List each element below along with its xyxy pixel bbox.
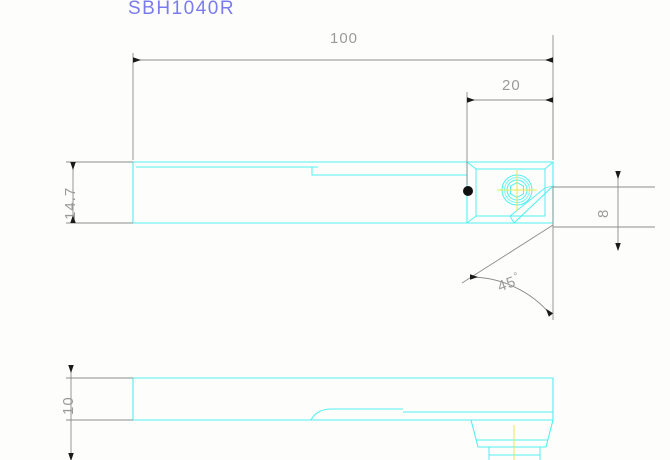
dimension-label-overall-length: 100 xyxy=(330,30,359,47)
topview-head-protrusion xyxy=(470,419,554,448)
pocket-bevel-tl xyxy=(466,161,477,170)
dimension-label-shank-height: 14.7 xyxy=(62,186,79,220)
angle-arc-45 xyxy=(469,274,554,317)
drawing-title: SBH1040R xyxy=(128,0,236,19)
dimension-label-head-offset-height: 8 xyxy=(595,208,612,218)
dimension-head-offset-height xyxy=(553,171,655,252)
top-view-geometry xyxy=(132,377,554,460)
chamfer-inner-line xyxy=(509,187,546,217)
dimension-overall-length xyxy=(132,35,554,160)
dimension-shank-width xyxy=(66,365,133,460)
chamfer-bevel-edge xyxy=(544,185,554,189)
dimension-label-shank-width: 10 xyxy=(60,396,77,415)
coolant-port-marker-dot xyxy=(463,186,473,196)
head-pocket-frame xyxy=(475,168,546,217)
pocket-bevel-bl xyxy=(466,215,477,224)
dimension-label-head-length: 20 xyxy=(502,77,521,94)
top-relief-channel xyxy=(136,166,467,176)
chamfer-face-line xyxy=(513,185,554,224)
angle-leader-chamfer xyxy=(461,224,554,284)
topview-relief-fillet xyxy=(310,408,403,421)
dimension-head-length xyxy=(466,92,554,185)
dimension-shank-height xyxy=(66,161,133,224)
pocket-bevel-tr xyxy=(544,161,554,170)
side-view-geometry xyxy=(132,161,554,224)
topview-outline xyxy=(132,377,554,421)
chamfer-bottom-edge xyxy=(509,215,515,224)
dimension-chamfer-angle xyxy=(461,186,554,320)
shank-outline xyxy=(132,161,554,224)
